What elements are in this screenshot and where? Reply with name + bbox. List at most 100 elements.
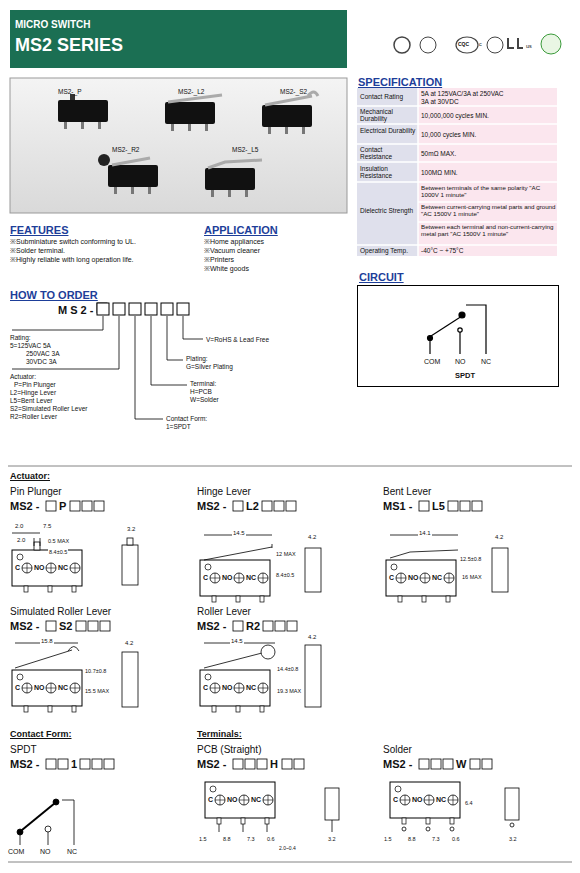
label-text: Pin Plunger (10, 486, 62, 497)
label-text: 4.2 (124, 640, 134, 647)
label-text: 15.8 (40, 638, 54, 645)
label-text: NC (58, 684, 68, 692)
label-text: G=Silver Plating (186, 363, 233, 370)
node-text: CIRCUIT (359, 271, 404, 283)
label-text: ※Solder terminal. (10, 247, 65, 255)
label-text: Contact Rating (360, 93, 403, 100)
label-text: Operating Temp. (360, 247, 408, 254)
label-text: S2=Simulated Roller Lever (10, 405, 88, 412)
label-text: MS1 - (383, 500, 412, 512)
label-text: Bent Lever (383, 486, 431, 497)
label-text: NO (227, 796, 238, 804)
label-text: Dielectric Strength (360, 207, 416, 214)
label-text: 8.4±0.5 (48, 549, 68, 555)
label-text: C (393, 796, 398, 804)
label-text: ※Highly reliable with long operation lif… (10, 256, 134, 264)
label-text: SPDT (10, 744, 37, 755)
label-text: 5A at 125VAC/3A at 250VAC (421, 90, 504, 97)
label-text: C (389, 574, 394, 582)
label-text: L2 (246, 500, 259, 512)
label-text: NC (436, 796, 446, 804)
label-text: C (203, 684, 208, 692)
label-text: 7.5 (42, 523, 52, 530)
label-text: W=Solder (190, 396, 219, 403)
label-text: L2=Hinge Lever (10, 389, 56, 396)
label-text: ※Printers (204, 256, 234, 264)
label-text: P (59, 500, 66, 512)
label-text: Actuator: (10, 373, 36, 380)
header-band: MICRO SWITCHMS2 SERIES (10, 10, 347, 68)
label-text: 16 MAX (461, 574, 483, 580)
label-text: 250VAC 3A (26, 350, 59, 357)
label-text: Roller Lever (197, 606, 251, 617)
label-text: H=PCB (190, 388, 212, 395)
label-text: 1.5 (198, 836, 208, 842)
label-text: COM (8, 848, 24, 856)
label-text: HOW TO ORDER (10, 289, 98, 301)
label-text: W (456, 758, 466, 770)
label-text: 2.0 (16, 537, 26, 544)
label-text: 15.5 MAX (84, 688, 110, 694)
label-text: Actuator: (10, 472, 50, 482)
label-text: 1 (71, 758, 77, 770)
label-text: APPLICATION (204, 224, 278, 236)
label-text: 5=125VAC 5A (10, 342, 51, 349)
label-text: MS2 - (10, 620, 39, 632)
label-text: NC (67, 848, 77, 856)
label-text: MS2 - (197, 758, 226, 770)
label-text: 14.5 (230, 638, 244, 645)
label-text: 14.5 (232, 530, 246, 537)
label-text: L5=Bent Lever (10, 397, 52, 404)
label-text: Simulated Roller Lever (10, 606, 111, 617)
label-text: 4.2 (307, 534, 317, 541)
label-text: 30VDC 3A (26, 358, 57, 365)
label-text: MS2 - (197, 620, 226, 632)
label-text: NC (432, 574, 442, 582)
label-text: L5 (432, 500, 445, 512)
label-text: NO (412, 796, 423, 804)
label-text: Insulation Resistance (360, 165, 416, 179)
label-text: NO (34, 564, 45, 572)
label-text: 14.4±0.8 (276, 666, 299, 672)
label-text: 8.8 (222, 836, 232, 842)
node-text: NC (481, 358, 491, 366)
label-text: 8.8 (407, 836, 417, 842)
label-text: 2.0 (14, 523, 24, 530)
label-text: 10,000 cycles MIN. (421, 131, 476, 138)
label-text: Contact Form: (10, 730, 72, 740)
label-text: C (208, 796, 213, 804)
label-text: MS2 - (10, 500, 39, 512)
node-text: SPDT (455, 372, 475, 380)
label-text: S2 (59, 620, 72, 632)
node-text: NO (455, 358, 466, 366)
label-text: 0.6 (266, 836, 276, 842)
label-text: FEATURES (10, 224, 68, 236)
label-text: ※Home appliances (204, 238, 264, 246)
label-text: 1.5 (383, 836, 393, 842)
label-text: Between each terminal and non-current-ca… (421, 224, 556, 238)
label-text: Solder (383, 744, 412, 755)
label-text: 6.4 (464, 800, 474, 806)
label-text: 0.6 (451, 836, 461, 842)
label-text: R2=Roller Lever (10, 413, 57, 420)
label-text: Hinge Lever (197, 486, 251, 497)
label-text: CQC (458, 42, 469, 48)
label-text: 7.3 (246, 836, 256, 842)
label-text: 3.2 (327, 836, 337, 842)
label-text: MS2 - (383, 758, 412, 770)
label-text: Plating: (186, 355, 208, 362)
label-text: MS2-_R2 (112, 146, 139, 153)
label-text: c (479, 41, 482, 47)
label-text: 3.2 (126, 526, 136, 533)
label-text: 10.7±0.8 (84, 668, 107, 674)
label-text: 12 MAX (275, 551, 297, 557)
label-text: MS2 - (10, 758, 39, 770)
label-text: 0.5 MAX (47, 538, 70, 544)
node-text: COM (424, 358, 440, 366)
label-text: C (15, 564, 20, 572)
label-text: NO (40, 848, 51, 856)
label-text: SPECIFICATION (358, 76, 442, 88)
label-text: Between current-carrying metal parts and… (421, 204, 556, 218)
label-text: 4.2 (307, 634, 317, 641)
label-text: 19.3 MAX (276, 688, 302, 694)
